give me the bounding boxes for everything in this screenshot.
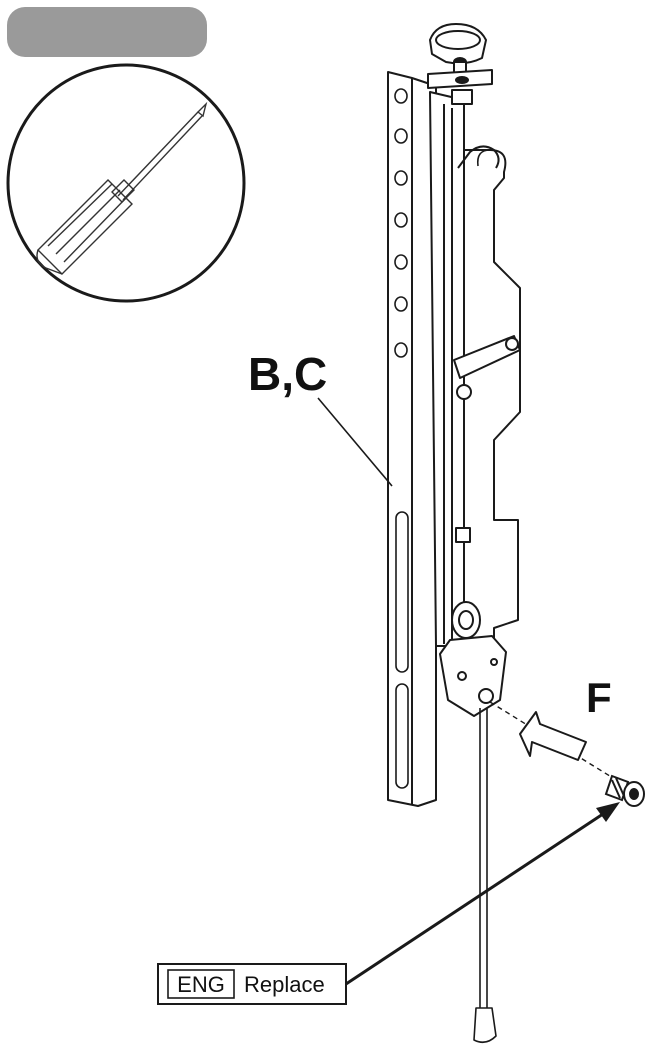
top-knob <box>427 23 493 105</box>
screw-f-icon <box>604 774 645 807</box>
language-code-box <box>167 969 235 999</box>
leader-line-bc <box>317 397 393 487</box>
plate-slot-upper <box>395 511 409 673</box>
callout-arrowhead-icon <box>596 802 620 822</box>
replace-label: Replace <box>244 972 325 997</box>
part-label-f: F <box>586 674 612 721</box>
bracket-assembly <box>387 23 521 1044</box>
bottom-bracket <box>439 601 507 717</box>
tool-circle <box>6 63 246 303</box>
pull-cord <box>473 708 497 1044</box>
tool-header-badge <box>7 7 207 57</box>
replace-callout: ENG Replace <box>157 963 347 1005</box>
insertion-arrow-icon <box>519 711 587 761</box>
plate-holes <box>394 88 408 358</box>
plate-slot-lower <box>395 683 409 789</box>
callout-leader <box>345 810 607 986</box>
part-label-bc: B,C <box>248 348 327 400</box>
language-code: ENG <box>177 972 225 997</box>
screwdriver-icon <box>36 101 208 275</box>
